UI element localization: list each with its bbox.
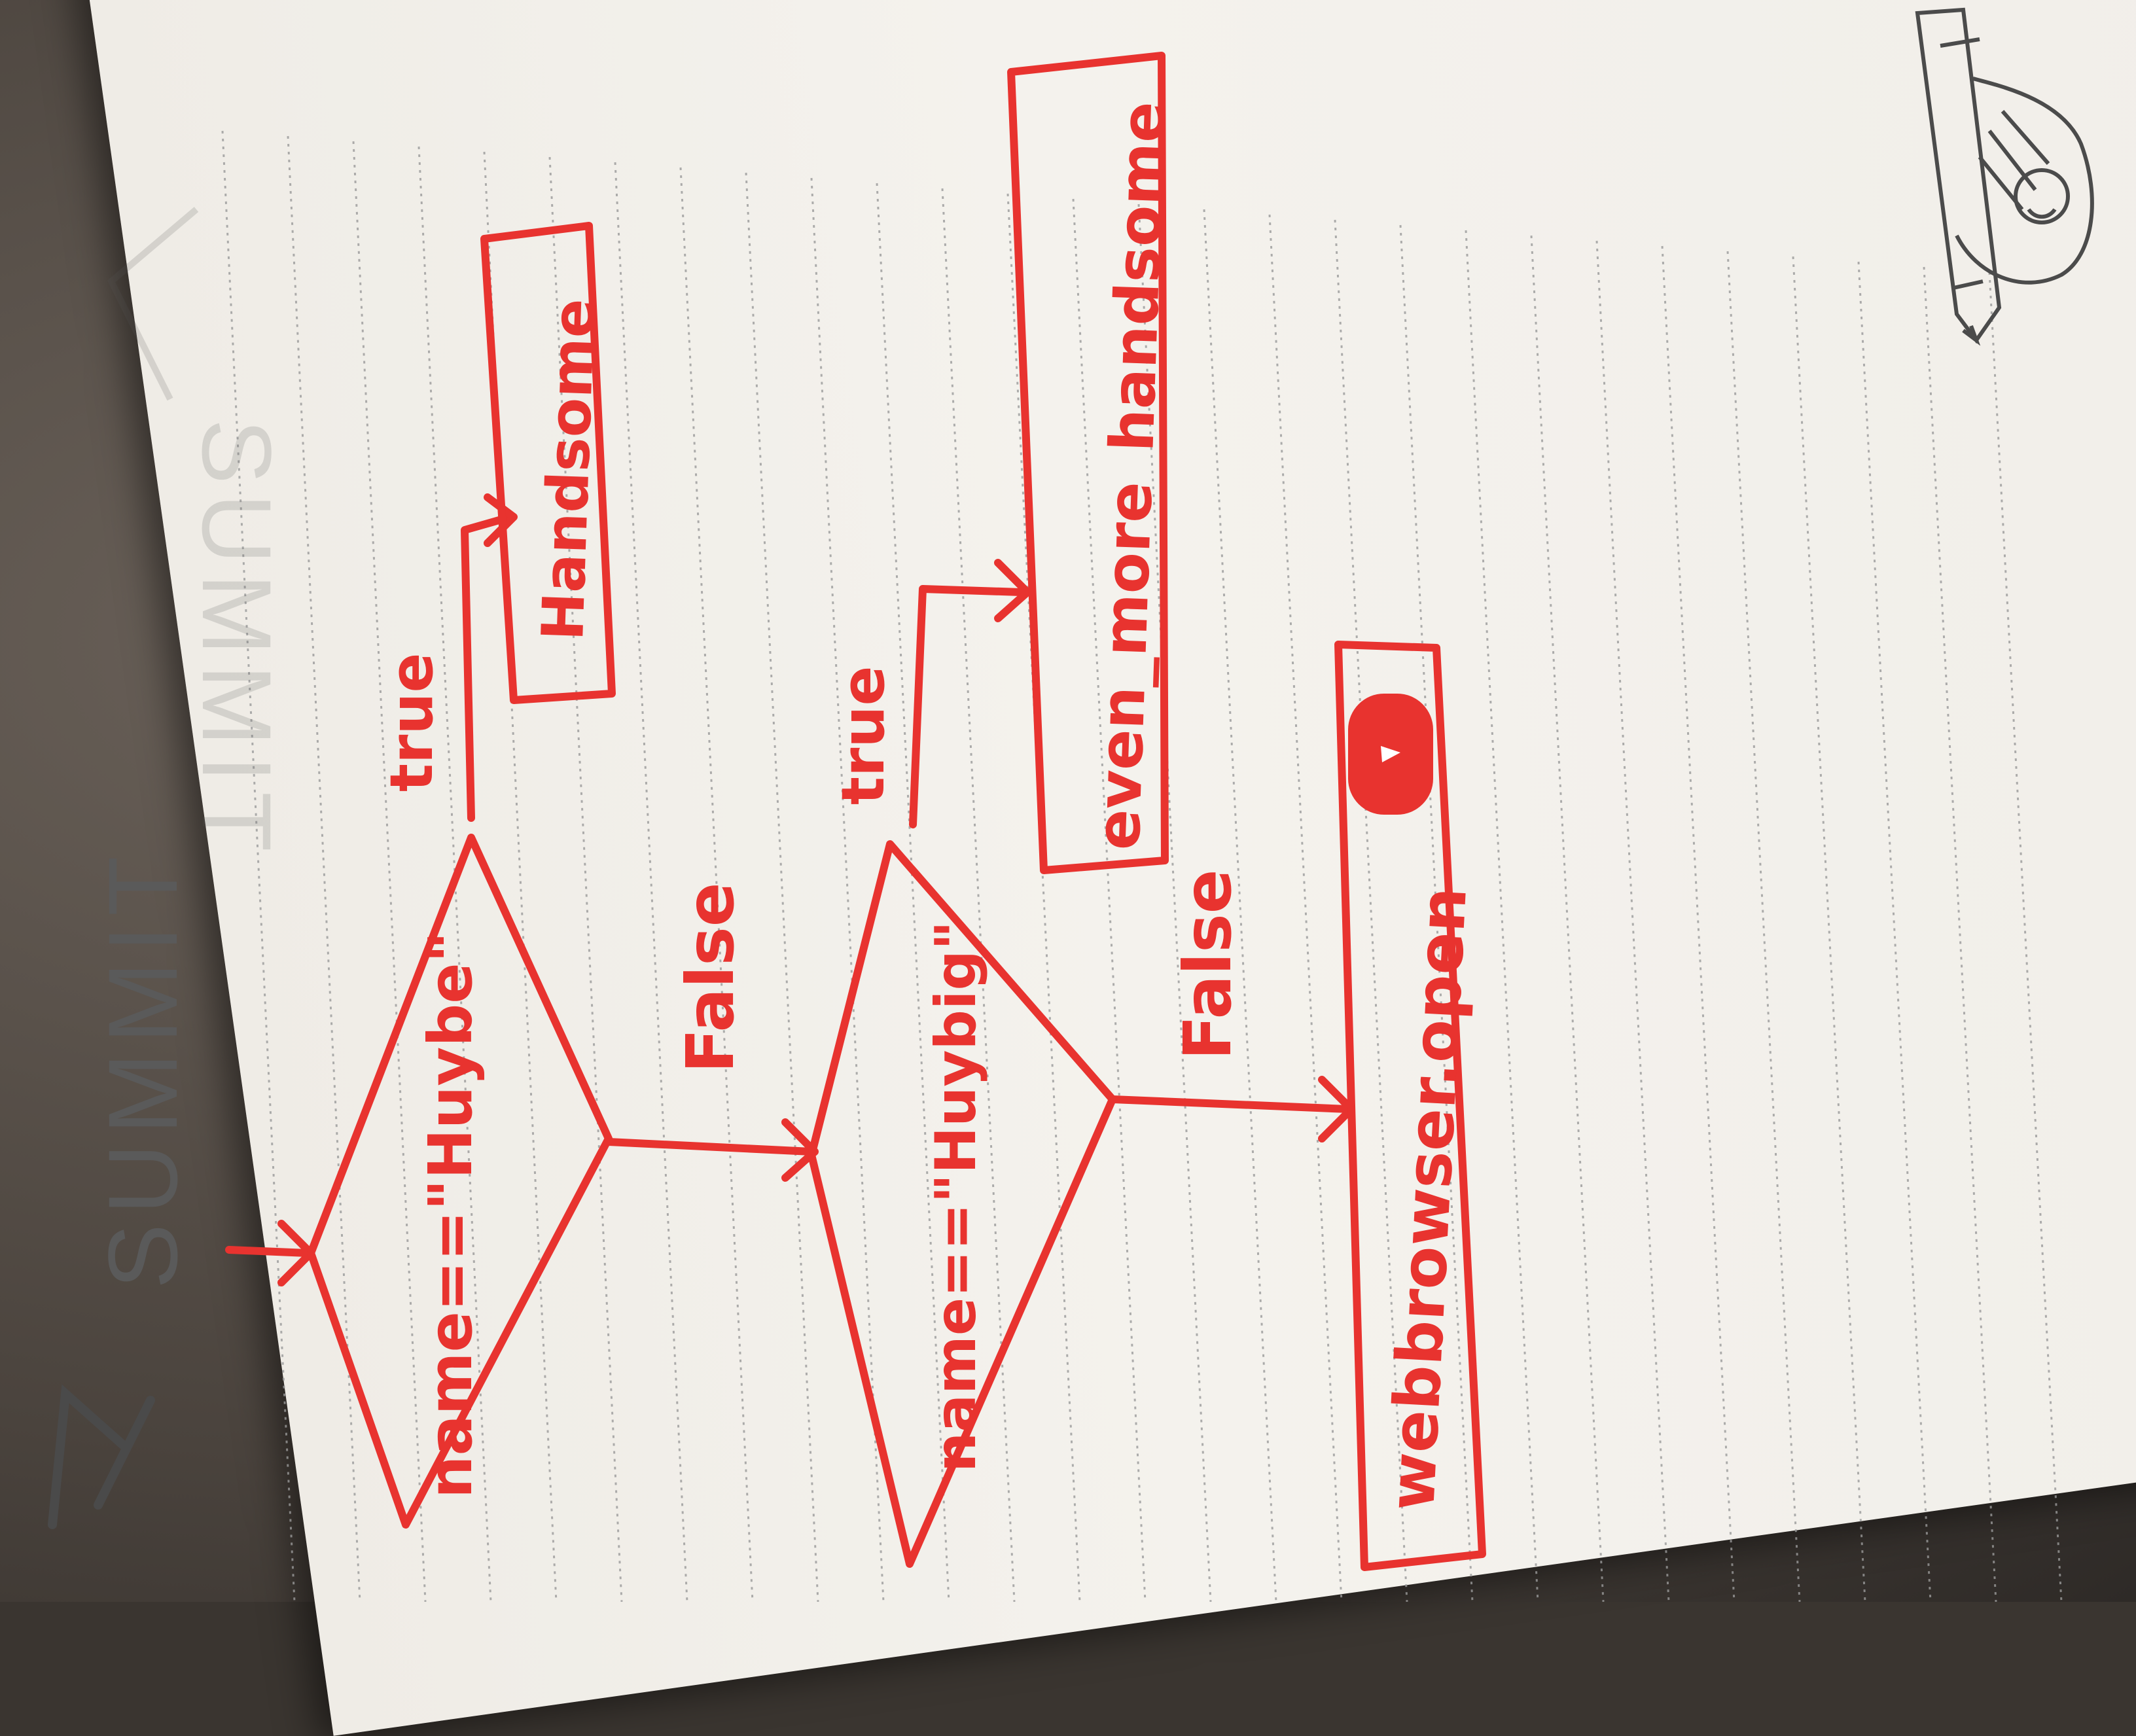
ruled-line xyxy=(221,130,296,1602)
ruled-line xyxy=(483,151,558,1602)
ruled-line xyxy=(1072,198,1147,1602)
handsome-box-label: Handsome xyxy=(529,298,608,642)
ruled-line xyxy=(1726,251,1801,1602)
ruled-line xyxy=(1595,240,1670,1602)
ruled-line xyxy=(548,156,623,1602)
ruled-line xyxy=(1465,230,1539,1602)
ruled-line xyxy=(1988,272,2063,1602)
handsome-box xyxy=(480,222,616,704)
ruled-line xyxy=(941,188,1016,1602)
webbrowser-box xyxy=(1334,641,1486,1571)
brand-watermark-text: SUMMIT xyxy=(182,419,292,861)
decision-2-label: name=="Huybig" xyxy=(923,921,989,1472)
ruled-line xyxy=(352,141,427,1602)
ruled-lines xyxy=(221,130,2063,1602)
ruled-line xyxy=(1334,219,1408,1602)
watermark-mountain-icon xyxy=(107,207,199,401)
false-2-line xyxy=(1109,1095,1352,1113)
summit-logo-icon xyxy=(48,1384,155,1529)
false-1-line xyxy=(605,1138,815,1156)
pencil-girl-doodle-icon xyxy=(1915,7,2094,346)
ruled-line xyxy=(1923,266,1997,1602)
ruled-line xyxy=(1857,261,1932,1602)
ruled-line xyxy=(810,177,885,1602)
brand-logo-text: SUMMIT xyxy=(88,847,198,1289)
ruled-line xyxy=(1792,256,1866,1602)
notebook-drawing: SUMMIT SUMMIT xyxy=(48,7,2094,1602)
true-1-line xyxy=(461,513,514,822)
ruled-line xyxy=(1268,214,1343,1602)
ruled-line xyxy=(1530,235,1605,1602)
even-more-handsome-box xyxy=(1007,52,1169,874)
true-1-arrowhead xyxy=(484,493,518,547)
decision-1-label: name=="Huybe" xyxy=(416,931,486,1498)
true-2-label: true xyxy=(829,665,898,805)
ruled-line xyxy=(745,172,819,1602)
ruled-line xyxy=(614,162,688,1602)
ruled-line xyxy=(287,135,361,1602)
ruled-line xyxy=(1137,204,1212,1602)
ruled-line xyxy=(876,183,950,1602)
ruled-line xyxy=(1661,245,1736,1602)
true-2-arrowhead xyxy=(994,559,1031,622)
true-2-line xyxy=(909,585,1025,828)
false-1-label: False xyxy=(672,882,749,1073)
flowchart xyxy=(225,52,1486,1571)
true-1-label: true xyxy=(378,652,446,792)
youtube-play-icon xyxy=(1348,694,1433,815)
entry-arrow xyxy=(225,1246,312,1257)
ruled-line xyxy=(1399,224,1474,1602)
ruled-line xyxy=(1006,193,1081,1602)
false-2-label: False xyxy=(1169,869,1246,1060)
